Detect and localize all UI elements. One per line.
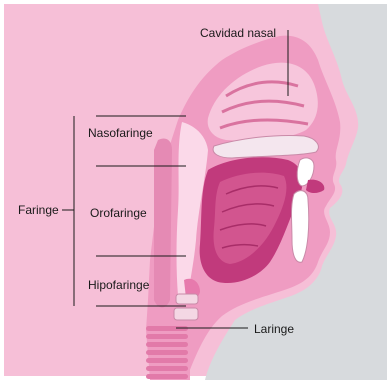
nasal-cavity-label: Cavidad nasal [200, 26, 276, 40]
trachea [146, 322, 190, 380]
larynx-cartilage-1 [176, 294, 198, 304]
hypopharynx-label: Hipofaringe [88, 278, 149, 292]
nasopharynx-label: Nasofaringe [88, 126, 153, 140]
larynx-label: Laringe [254, 322, 294, 336]
pharynx-label: Faringe [18, 203, 59, 217]
cervical-spine [154, 138, 172, 307]
oropharynx-label: Orofaringe [90, 206, 147, 220]
larynx-cartilage-2 [174, 308, 198, 320]
